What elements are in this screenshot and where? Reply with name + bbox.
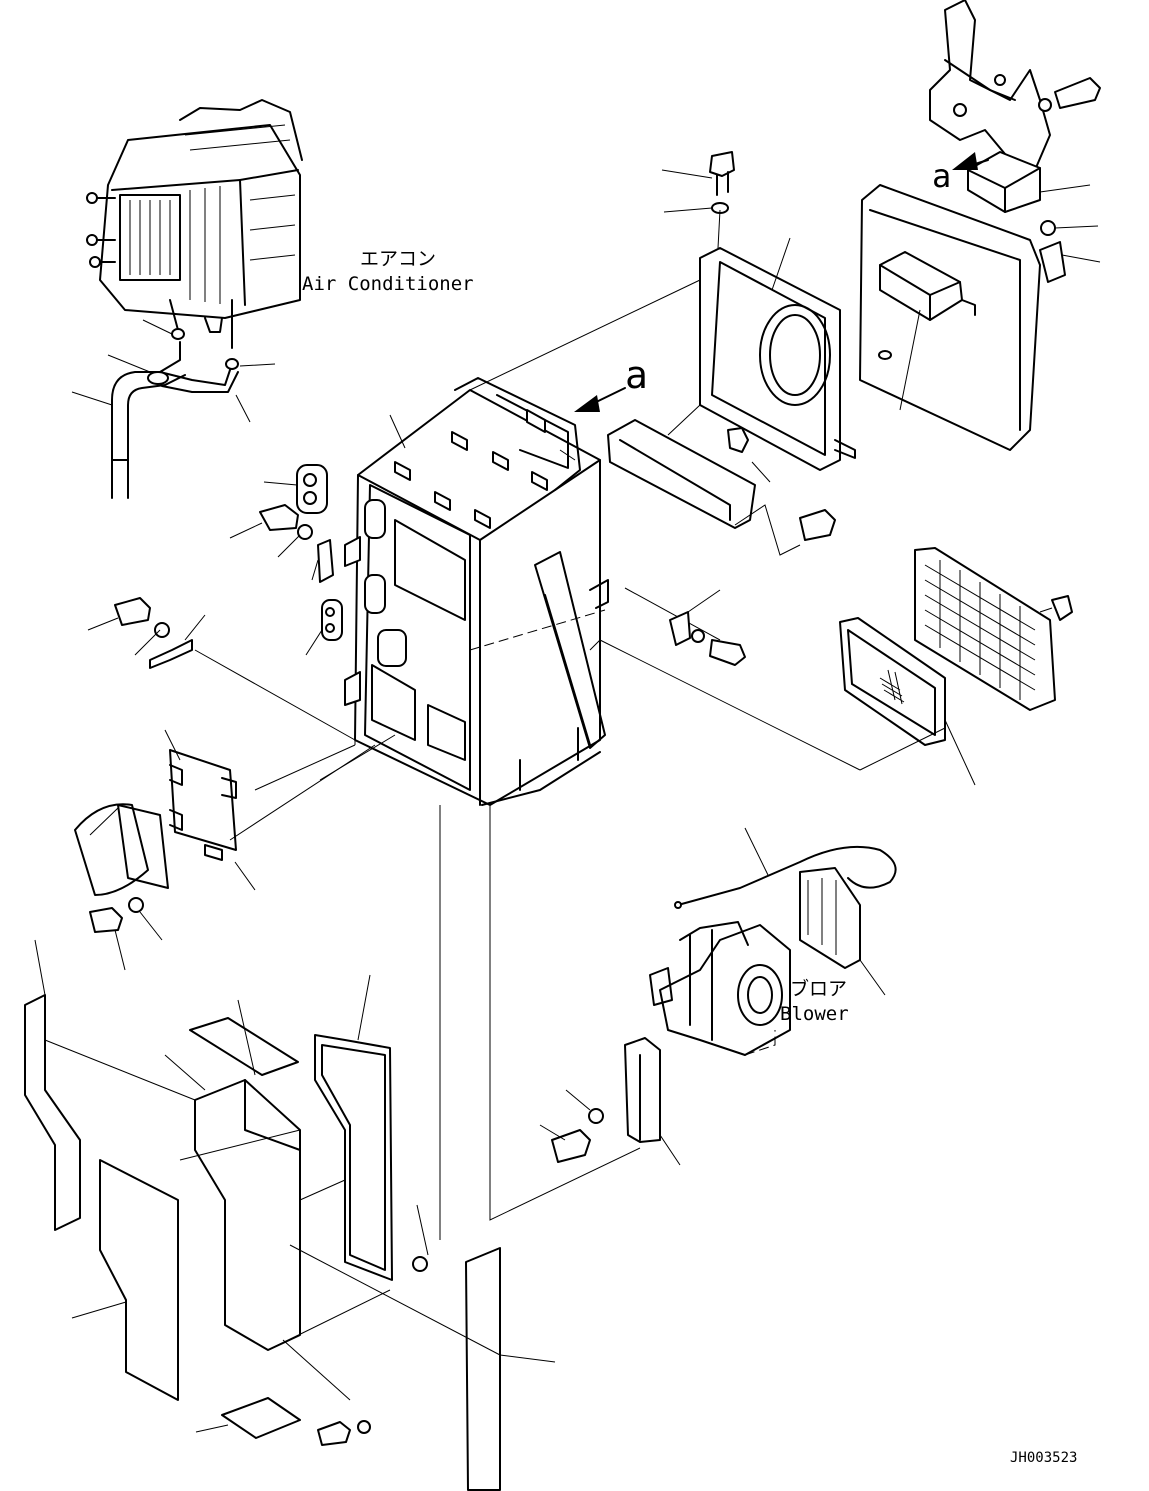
- view-mark-detail-label: a: [932, 157, 951, 195]
- relay-and-bolt: [669, 589, 746, 666]
- drawing-number: JH003523: [1010, 1450, 1077, 1466]
- view-mark-main-label: a: [625, 353, 648, 397]
- detail-bracket-top-right: a: [929, 0, 1101, 283]
- blower-unit: [649, 921, 791, 1056]
- air-conditioner-unit: [86, 99, 303, 349]
- grille-and-filter: [839, 547, 1073, 786]
- leader-lines-center: [254, 587, 861, 1240]
- view-arrow-main: a: [574, 353, 648, 412]
- air-conditioner-label-jp: エアコン: [360, 248, 436, 270]
- console-frame: [344, 377, 609, 806]
- support-bar: [607, 419, 836, 556]
- duct-adapter-assembly: [74, 729, 376, 971]
- blower-label-jp: ブロア: [790, 977, 847, 1000]
- blower-harness: [674, 827, 897, 996]
- blower-bracket: [539, 1037, 681, 1166]
- grommets-and-bolts-left: [87, 464, 356, 745]
- blower-label-en: Blower: [780, 1003, 849, 1025]
- air-conditioner-label-en: Air Conditioner: [302, 273, 474, 295]
- side-cover-right: [859, 184, 1041, 451]
- filter-frame: [469, 151, 856, 483]
- hose-pipes: [71, 319, 276, 499]
- duct-panels-lower-left: [24, 939, 556, 1491]
